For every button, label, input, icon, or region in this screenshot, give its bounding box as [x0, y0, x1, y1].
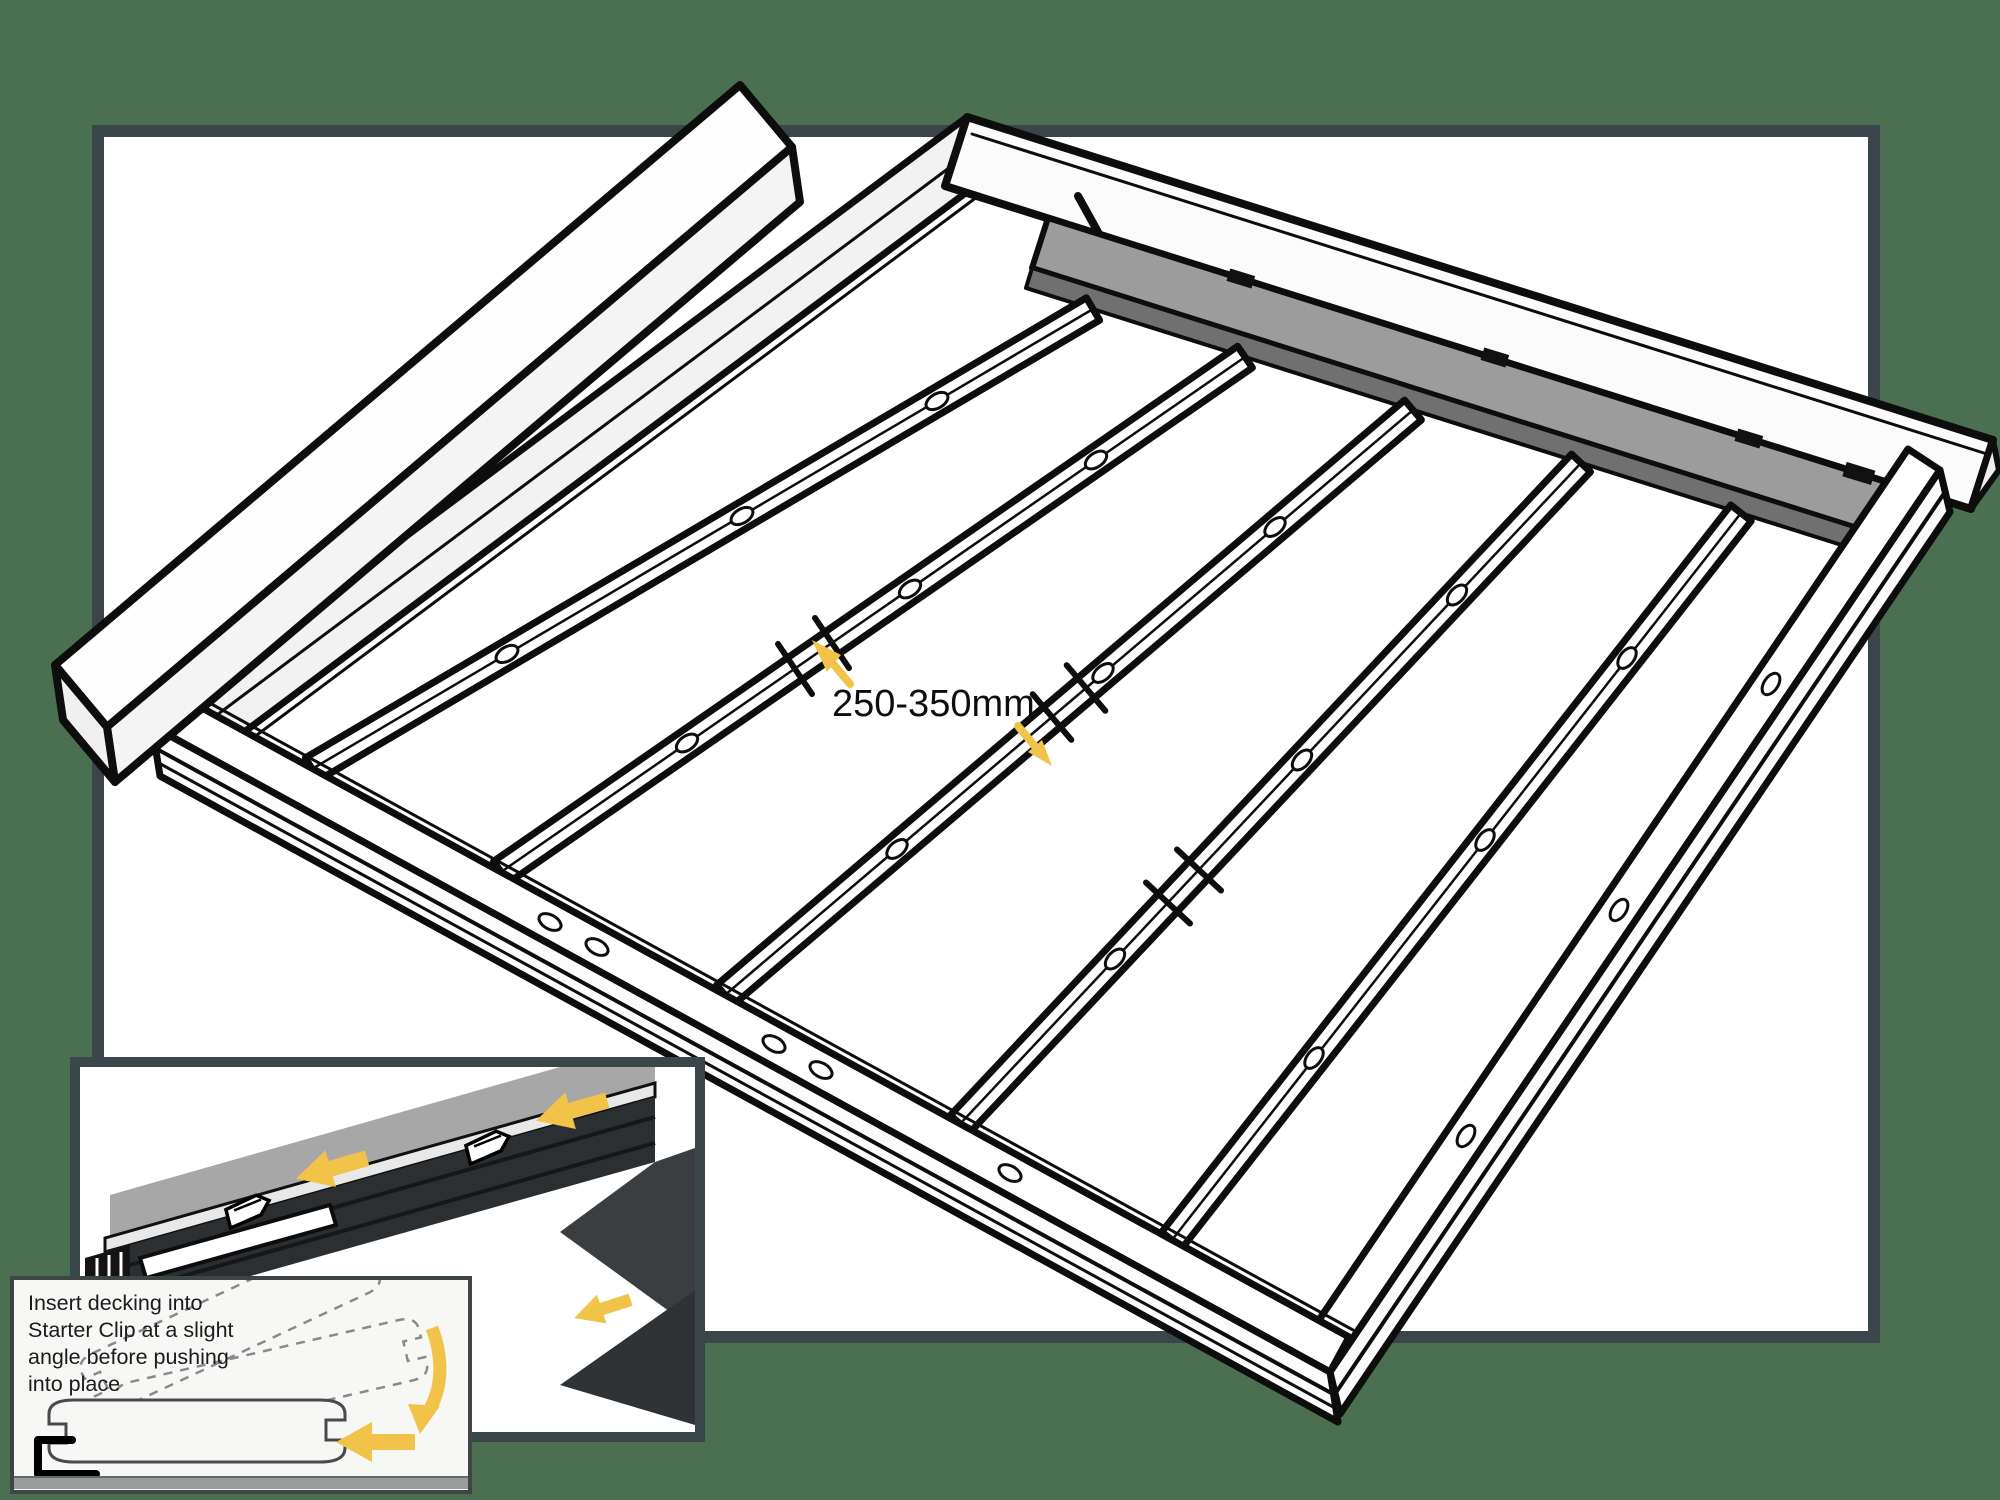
detail-angled-board	[560, 1290, 695, 1425]
starter-clip-icon	[463, 1129, 512, 1167]
screw-hole-icon	[1303, 1046, 1325, 1070]
rim-screw-holes	[537, 912, 1023, 1183]
detail-inset-content	[85, 1067, 695, 1425]
screw-hole-icon	[1760, 671, 1782, 697]
detail-angled-board	[560, 1148, 695, 1330]
screw-hole-icon	[1103, 947, 1127, 971]
instruction-inset-panel: Insert decking into Starter Clip at a sl…	[10, 1276, 472, 1494]
screw-hole-icon	[1474, 828, 1496, 852]
rim-detail-line	[168, 139, 987, 752]
screw-hole-icon	[1083, 449, 1109, 471]
detail-starter-strip	[137, 1202, 339, 1281]
screw-hole-icon	[1445, 583, 1469, 607]
rim-detail-line	[153, 746, 1335, 1396]
decking-profile-solid	[47, 1398, 347, 1464]
instruction-caption-line: Starter Clip at a slight	[28, 1318, 234, 1342]
push-left-arrow-icon	[336, 1422, 415, 1462]
deck-frame-illustration: 250-350mm	[51, 81, 2000, 1426]
screw-hole-icon	[997, 1163, 1023, 1183]
loose-fascia-board	[51, 81, 804, 786]
screw-hole-icon	[1263, 516, 1287, 538]
screw-hole-icon	[537, 912, 563, 932]
screw-hole-icon	[1455, 1123, 1477, 1149]
screw-hole-icon	[897, 578, 923, 600]
screw-hole-icon	[729, 505, 755, 527]
joist-spacing-label: 250-350mm	[832, 683, 1035, 725]
joist-centerline	[1170, 511, 1743, 1242]
screw-hole-icon	[761, 1034, 787, 1054]
joist-spacing-arrow-up-left-icon	[812, 640, 854, 688]
screw-hole-icon	[1290, 748, 1314, 772]
screw-hole-icon	[674, 732, 700, 754]
starter-clip-icon	[223, 1193, 272, 1231]
joist-centerline	[958, 461, 1583, 1126]
starter-clip-icon	[1226, 268, 1256, 289]
screw-hole-icon	[885, 838, 909, 860]
joists	[301, 294, 1755, 1252]
joist-splice-icon	[1029, 662, 1109, 743]
starter-clip-icon	[1480, 347, 1510, 368]
rim-detail-line	[173, 682, 1355, 1332]
rim-detail-line	[1333, 490, 1947, 1396]
detail-rim-face	[105, 1097, 655, 1317]
rim-step-notch	[1074, 192, 1102, 236]
screw-hole-icon	[1616, 646, 1638, 670]
joist-spacing-arrow-down-right-icon	[1014, 722, 1052, 766]
instruction-caption-line: angle before pushing	[28, 1345, 229, 1369]
screw-hole-icon	[494, 643, 520, 665]
screw-hole-icon	[1608, 897, 1630, 923]
push-direction-arrow-icon	[536, 1092, 610, 1129]
joist-spacing-annotation: 250-350mm	[812, 640, 1052, 766]
screw-hole-icon	[924, 390, 950, 412]
baseline-bar	[14, 1477, 468, 1489]
detail-rim-line	[104, 1141, 656, 1300]
starter-clips	[1226, 268, 1876, 486]
starter-clip-icon	[1734, 428, 1764, 449]
instruction-caption: Insert decking into Starter Clip at a sl…	[28, 1291, 234, 1396]
joist-centerline	[310, 307, 1095, 771]
joist-centerline	[723, 408, 1415, 997]
instruction-caption-line: into place	[28, 1372, 120, 1396]
rim-detail-line	[192, 171, 1011, 784]
screw-hole-icon	[808, 1060, 834, 1080]
fascia-end-face	[51, 661, 119, 786]
joist-centerline	[499, 355, 1247, 874]
rim-detail-line	[970, 132, 1989, 456]
rim-screw-holes	[1455, 671, 1782, 1149]
rotate-down-arrow-icon	[408, 1325, 447, 1434]
joist-splice-icon	[1143, 846, 1224, 927]
starter-clip-hook-icon	[34, 1436, 100, 1478]
starter-clip-icon	[1842, 461, 1876, 486]
instruction-inset-content: Insert decking into Starter Clip at a sl…	[14, 1280, 468, 1489]
instruction-caption-line: Insert decking into	[28, 1291, 203, 1315]
push-direction-arrow-icon	[574, 1293, 633, 1324]
joist-splice-icon	[775, 615, 852, 697]
starter-deck-board	[1024, 215, 1892, 555]
screw-hole-icon	[584, 937, 610, 957]
rim-board-back-right	[941, 113, 2000, 513]
rim-detail-line	[155, 760, 1337, 1410]
push-direction-arrow-icon	[296, 1150, 370, 1187]
rim-board-end-face	[1968, 437, 2000, 512]
screw-hole-icon	[1091, 662, 1115, 684]
